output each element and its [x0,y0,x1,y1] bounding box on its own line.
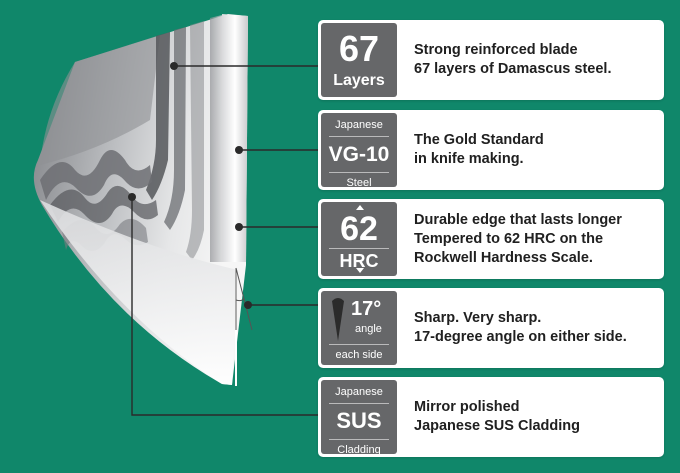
description-line: Sharp. Very sharp. [414,310,542,326]
badge-divider [329,136,389,137]
badge-bottom: Layers [333,72,385,89]
badge-main: SUS [336,408,382,433]
feature-card-hrc: 62 HRC Durable edge that lasts longer Te… [318,199,664,279]
callout-dots [128,62,252,309]
badge-main: 17° [351,298,382,320]
badge-divider [329,439,389,440]
badge-bottom: HRC [339,251,379,271]
badge-top: Japanese [335,119,383,131]
badge-divider [329,172,389,173]
badge-sub: angle [355,323,382,335]
badge-top: Japanese [335,386,383,398]
badge-main: 62 [340,210,378,248]
description-line: Japanese SUS Cladding [414,418,580,434]
blade-body [33,14,248,386]
blade-edge-icon [332,298,344,341]
description-line: Strong reinforced blade [414,42,578,58]
badge-divider [329,248,389,249]
badge-bottom: Steel [346,177,372,188]
feature-card-vg10: Japanese VG-10 Steel The Gold Standard i… [318,110,664,190]
badge-main: VG-10 [328,143,390,166]
feature-description: The Gold Standard in knife making. [414,110,656,190]
badge-main: 67 [338,28,380,69]
description-line: Durable edge that lasts longer [414,211,622,228]
badge-bottom: Cladding [337,444,381,455]
feature-description: Sharp. Very sharp. 17-degree angle on ei… [414,288,656,368]
feature-description: Strong reinforced blade 67 layers of Dam… [414,20,656,100]
description-line: Mirror polished [414,399,520,415]
angle-marker [235,267,253,331]
description-line: 67 layers of Damascus steel. [414,61,612,77]
badge-layers: 67 Layers [321,23,397,97]
feature-card-sus: Japanese SUS Cladding Mirror polished Ja… [318,377,664,457]
badge-divider [329,344,389,345]
description-line: The Gold Standard [414,132,544,148]
callout-lines [131,65,320,416]
description-line: Tempered to 62 HRC on the [414,230,604,247]
description-line: Rockwell Hardness Scale. [414,249,593,266]
badge-bottom: each side [335,349,383,361]
badge-angle: 17° angle each side [321,291,397,365]
feature-card-layers: 67 Layers Strong reinforced blade 67 lay… [318,20,664,100]
arrow-up-icon [356,205,364,210]
description-line: in knife making. [414,151,524,167]
badge-vg10: Japanese VG-10 Steel [321,113,397,187]
feature-card-angle: 17° angle each side Sharp. Very sharp. 1… [318,288,664,368]
arrow-down-icon [356,268,364,273]
badge-sus: Japanese SUS Cladding [321,380,397,454]
badge-divider [329,403,389,404]
badge-hrc: 62 HRC [321,202,397,276]
description-line: 17-degree angle on either side. [414,329,627,345]
feature-description: Mirror polished Japanese SUS Cladding [414,377,656,457]
feature-description: Durable edge that lasts longer Tempered … [414,199,656,279]
